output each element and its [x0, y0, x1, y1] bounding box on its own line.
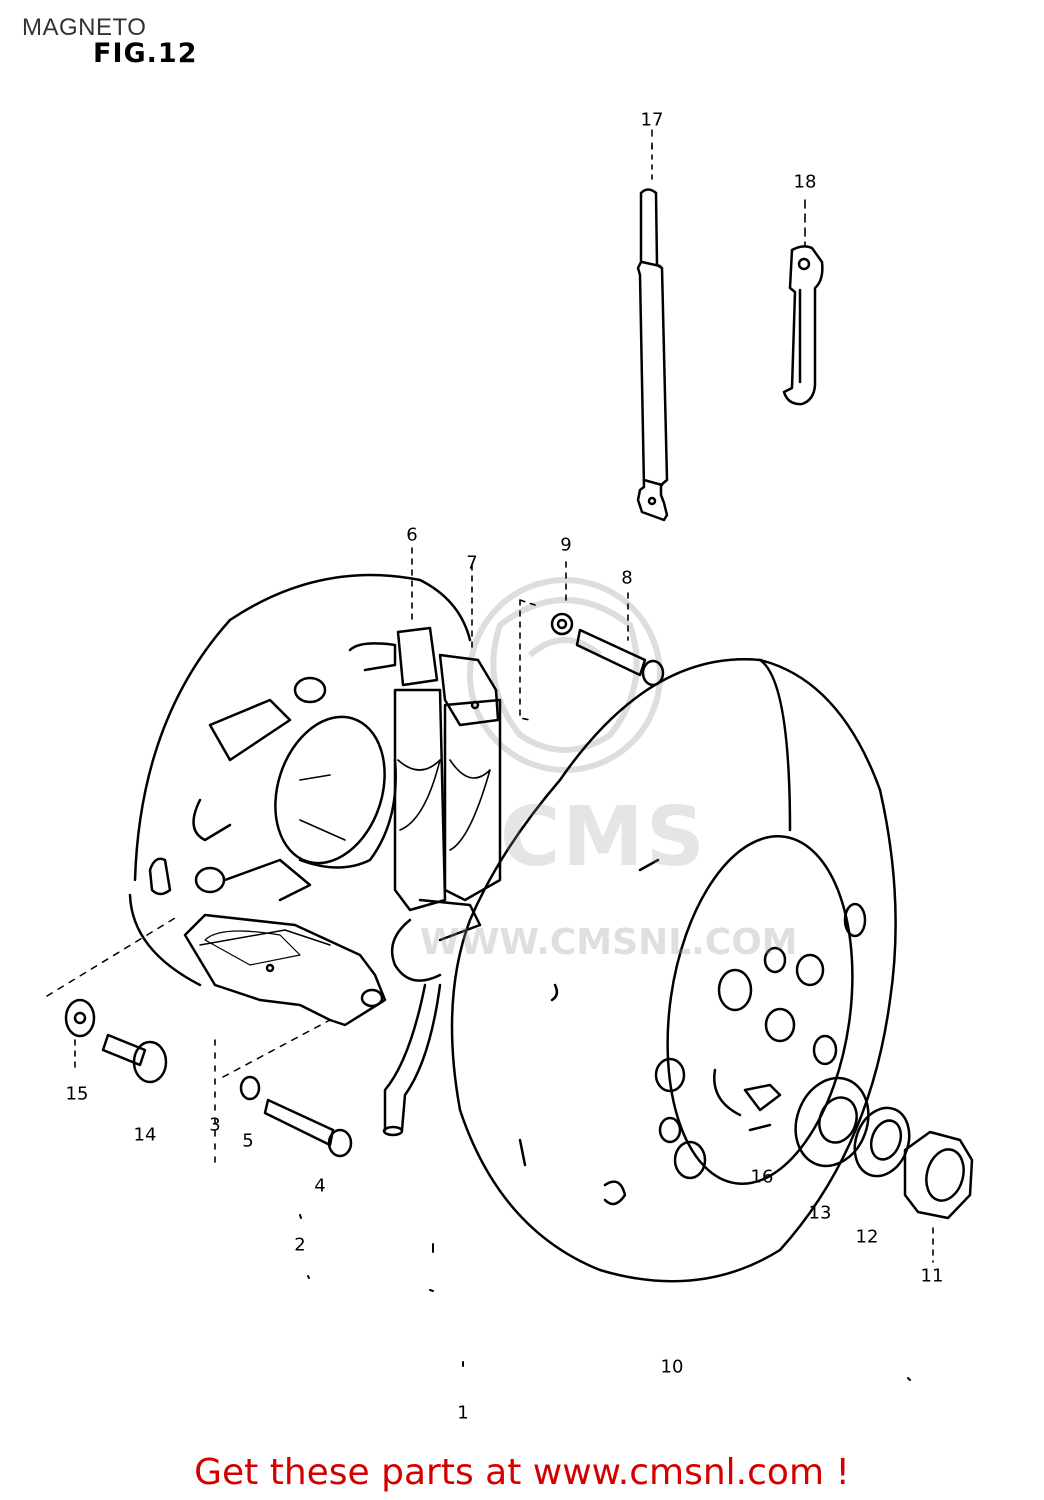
leader-lines — [46, 129, 653, 1078]
part-17-rod — [636, 144, 669, 522]
part-13-washer — [794, 1076, 870, 1168]
figure-number: FIG.12 — [93, 38, 198, 69]
part-12-lockwasher — [853, 1106, 911, 1178]
part-14-15-screw-washer — [64, 998, 168, 1084]
part-8-9-screw-nut — [550, 561, 665, 687]
ink-dots — [299, 1214, 911, 1381]
callout-7: 7 — [466, 552, 478, 574]
part-4-5-screw-washer — [239, 1075, 353, 1158]
callout-1: 1 — [457, 1402, 469, 1424]
part-3-pulser-coil — [183, 913, 387, 1166]
callout-14: 14 — [133, 1124, 157, 1146]
callout-2: 2 — [294, 1234, 306, 1256]
callout-3: 3 — [209, 1114, 221, 1136]
part-11-nut — [903, 1130, 974, 1263]
part-18-bracket — [782, 199, 824, 406]
callout-12: 12 — [855, 1226, 879, 1248]
footer-cta[interactable]: Get these parts at www.cmsnl.com ! — [194, 1452, 850, 1493]
page-title: MAGNETO — [22, 14, 147, 41]
callout-15: 15 — [65, 1083, 89, 1105]
part-2-stator-plate — [128, 573, 472, 987]
part-6-7-coil-assembly — [390, 547, 536, 982]
callout-10: 10 — [660, 1356, 684, 1378]
part-16-key — [743, 1083, 782, 1132]
callout-16: 16 — [750, 1166, 774, 1188]
callout-9: 9 — [560, 534, 572, 556]
callout-17: 17 — [640, 109, 664, 131]
callout-8: 8 — [621, 567, 633, 589]
callout-18: 18 — [793, 171, 817, 193]
part-10-rotor — [450, 658, 897, 1283]
callout-6: 6 — [406, 524, 418, 546]
callout-4: 4 — [314, 1175, 326, 1197]
lead-wire — [382, 983, 442, 1137]
callout-13: 13 — [808, 1202, 832, 1224]
callout-11: 11 — [920, 1265, 944, 1287]
watermark-url: WWW.CMSNL.COM — [420, 922, 798, 963]
watermark-brand: CMS — [500, 790, 707, 885]
callout-5: 5 — [242, 1130, 254, 1152]
